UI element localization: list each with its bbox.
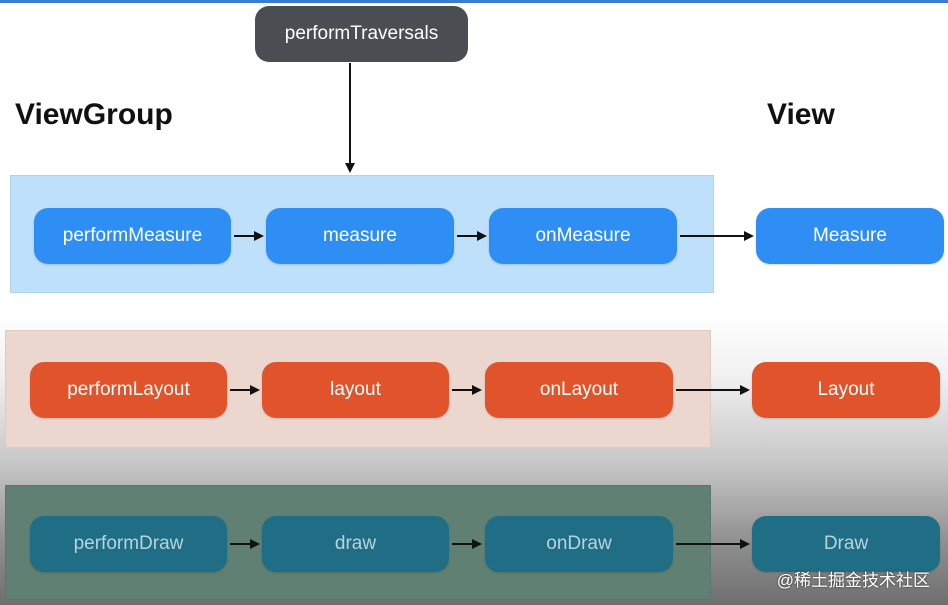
on-draw-node: onDraw — [485, 516, 673, 572]
top-accent-line — [0, 0, 948, 3]
viewgroup-heading: ViewGroup — [15, 98, 173, 131]
layout-node: layout — [262, 362, 449, 418]
measure-node: measure — [266, 208, 454, 264]
view-layout-node: Layout — [752, 362, 940, 418]
perform-draw-node: performDraw — [30, 516, 227, 572]
perform-measure-node: performMeasure — [34, 208, 231, 264]
on-layout-node: onLayout — [485, 362, 673, 418]
watermark-text: @稀土掘金技术社区 — [776, 571, 930, 590]
draw-node: draw — [262, 516, 449, 572]
view-heading: View — [767, 98, 835, 131]
perform-layout-node: performLayout — [30, 362, 227, 418]
perform-traversals-node: performTraversals — [255, 6, 468, 62]
on-measure-node: onMeasure — [489, 208, 677, 264]
view-draw-node: Draw — [752, 516, 940, 572]
view-measure-node: Measure — [756, 208, 944, 264]
